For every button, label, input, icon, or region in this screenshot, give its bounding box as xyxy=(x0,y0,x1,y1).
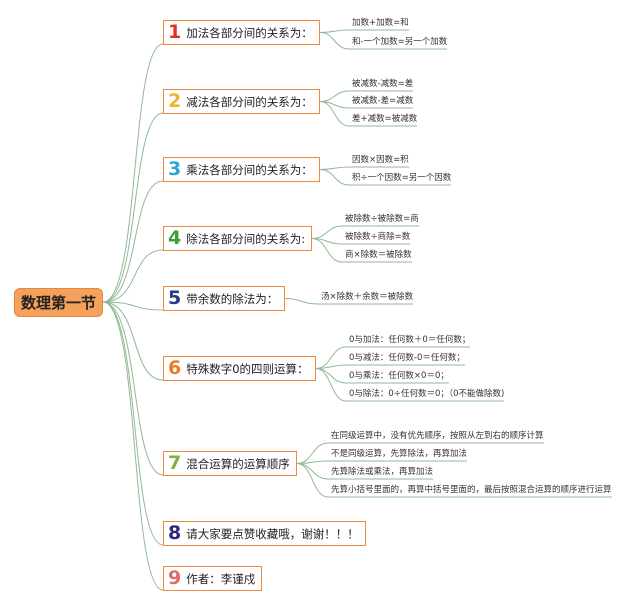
root-title: 数理第一节 xyxy=(20,294,96,312)
leaf-connector xyxy=(284,298,319,305)
section-7-item: 先算除法或乘法，再算加法 xyxy=(331,467,434,477)
root-connector xyxy=(102,301,164,311)
leaf-connector xyxy=(319,90,350,102)
leaf-connector xyxy=(319,101,350,127)
leaf-connector xyxy=(296,463,329,480)
root-connector xyxy=(102,301,164,591)
section-9-number: 9 xyxy=(168,567,182,589)
root-connector xyxy=(102,112,164,303)
section-9-node[interactable]: 9 作者：李谨戍 xyxy=(163,566,263,591)
section-5-item: 汤×除数＋余数＝被除数 xyxy=(321,292,414,302)
root-connector xyxy=(102,43,164,303)
section-2-item: 被减数-减数=差 xyxy=(352,79,414,89)
leaf-connector xyxy=(319,169,350,186)
leaf-connector xyxy=(315,364,347,369)
section-8-node[interactable]: 8 请大家要点赞收藏哦，谢谢！！！ xyxy=(163,521,366,546)
leaf-connector xyxy=(311,238,343,263)
section-7-node[interactable]: 7 混合运算的运算顺序 xyxy=(163,451,297,476)
section-8-number: 8 xyxy=(168,522,182,544)
section-6-item: 0与乘法：任何数×0＝0； xyxy=(349,371,449,381)
section-7-number: 7 xyxy=(168,452,182,474)
section-3-title: 乘法各部分间的关系为： xyxy=(186,162,313,177)
section-5-number: 5 xyxy=(168,287,182,309)
leaf-connector xyxy=(315,368,347,384)
section-6-node[interactable]: 6 特殊数字0的四则运算： xyxy=(163,356,316,381)
section-6-number: 6 xyxy=(168,357,182,379)
root-connector xyxy=(102,301,164,476)
section-1-item: 加数+加数=和 xyxy=(352,18,409,28)
section-1-node[interactable]: 1 加法各部分间的关系为： xyxy=(163,20,320,45)
root-node[interactable]: 数理第一节 xyxy=(14,288,103,317)
leaf-connector xyxy=(296,463,329,498)
section-4-title: 除法各部分间的关系为: xyxy=(186,231,306,246)
section-2-node[interactable]: 2 减法各部分间的关系为： xyxy=(163,89,320,114)
section-6-item: 0与除法：0÷任何数＝0；（0不能做除数) xyxy=(349,389,505,399)
section-1-number: 1 xyxy=(168,21,182,43)
section-4-item: 被除数÷商除=数 xyxy=(345,232,411,242)
section-1-item: 和-一个加数=另一个加数 xyxy=(352,37,448,47)
section-3-item: 积÷一个因数=另一个因数 xyxy=(352,173,452,183)
section-5-node[interactable]: 5 带余数的除法为： xyxy=(163,286,286,311)
section-9-title: 作者：李谨戍 xyxy=(186,571,256,586)
section-6-item: 0与加法：任何数＋0＝任何数； xyxy=(349,335,471,345)
section-6-title: 特殊数字0的四则运算： xyxy=(186,361,309,376)
section-6-item: 0与减法：任何数-0＝任何数； xyxy=(349,353,465,363)
root-connector xyxy=(102,301,164,381)
leaf-connector xyxy=(311,225,343,239)
section-2-number: 2 xyxy=(168,90,182,112)
leaf-connector xyxy=(296,460,329,464)
section-7-item: 不是同级运算，先算除法，再算加法 xyxy=(331,449,468,459)
section-3-number: 3 xyxy=(168,158,182,180)
leaf-connector xyxy=(319,166,350,170)
section-4-number: 4 xyxy=(168,227,182,249)
leaf-connector xyxy=(296,442,329,464)
section-2-item: 被减数-差=减数 xyxy=(352,96,414,106)
section-8-title: 请大家要点赞收藏哦，谢谢！！！ xyxy=(186,526,359,541)
leaf-connector xyxy=(319,32,350,50)
section-4-item: 商×除数＝被除数 xyxy=(345,250,412,260)
root-connector xyxy=(102,180,164,303)
section-3-node[interactable]: 3 乘法各部分间的关系为： xyxy=(163,157,320,182)
section-7-title: 混合运算的运算顺序 xyxy=(186,456,290,471)
section-2-item: 差+减数=被减数 xyxy=(352,114,418,124)
root-connector xyxy=(102,301,164,546)
root-connector xyxy=(102,249,164,303)
section-4-item: 被除数÷被除数=商 xyxy=(345,214,419,224)
section-3-item: 因数×因数=积 xyxy=(352,155,409,165)
section-4-node[interactable]: 4 除法各部分间的关系为: xyxy=(163,226,313,251)
section-1-title: 加法各部分间的关系为： xyxy=(186,25,313,40)
section-2-title: 减法各部分间的关系为： xyxy=(186,94,313,109)
leaf-connector xyxy=(319,29,350,33)
leaf-connector xyxy=(315,346,347,369)
section-7-item: 先算小括号里面的，再算中括号里面的，最后按照混合运算的顺序进行运算 xyxy=(331,485,612,495)
leaf-connector xyxy=(315,368,347,402)
section-5-title: 带余数的除法为： xyxy=(186,291,279,306)
section-7-item: 在同级运算中，没有优先顺序，按照从左到右的顺序计算 xyxy=(331,431,544,441)
